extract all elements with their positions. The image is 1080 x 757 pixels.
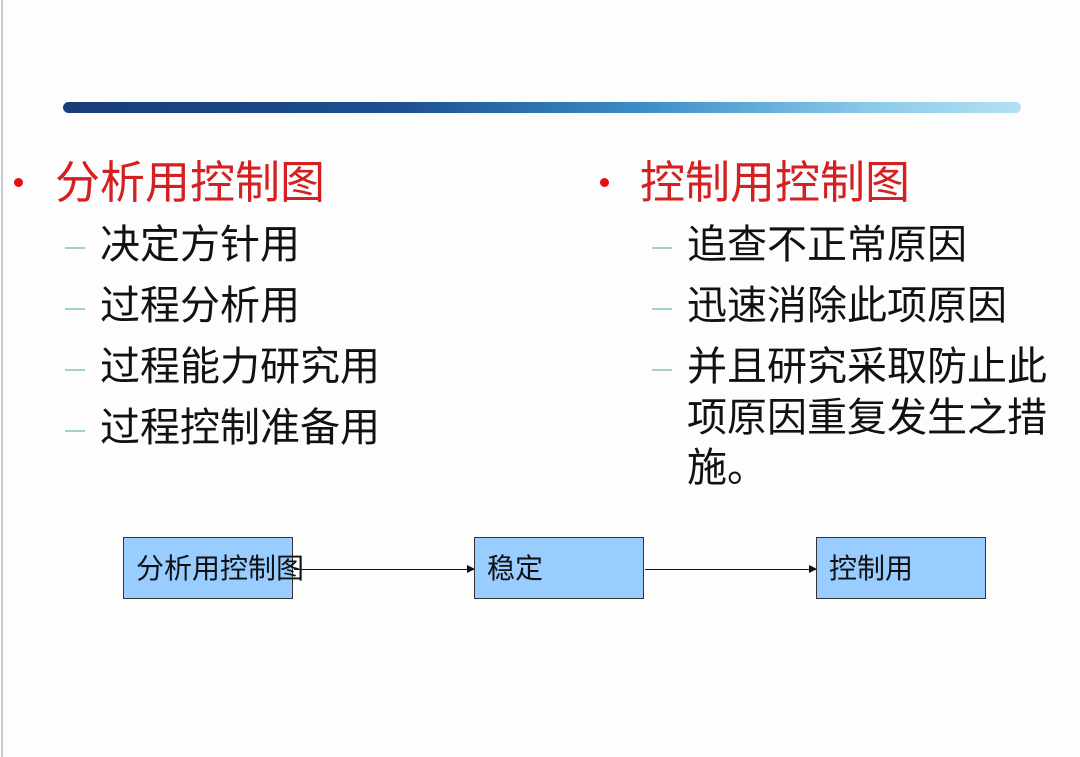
arrow-icon [294, 565, 475, 573]
right-item: 迅速消除此项原因 [687, 283, 1007, 329]
flow-box-label: 分析用控制图 [136, 552, 305, 585]
flow-box-label: 稳定 [487, 552, 544, 585]
dash-icon [65, 308, 85, 310]
flow-box-analysis: 分析用控制图 [123, 537, 304, 599]
dash-icon [652, 247, 672, 249]
arrow-icon [645, 565, 817, 573]
dash-icon [65, 247, 85, 249]
right-item-line: 并且研究采取防止此 [687, 344, 1047, 390]
left-item: 过程能力研究用 [100, 344, 380, 390]
right-item-line: 施。 [687, 445, 767, 491]
flow-box-label: 控制用 [829, 552, 914, 585]
flow-box-control: 控制用 [816, 537, 986, 599]
left-item: 决定方针用 [100, 222, 300, 268]
dash-icon [65, 430, 85, 432]
right-item: 追查不正常原因 [687, 222, 967, 268]
bullet-icon [600, 178, 609, 187]
dash-icon [65, 369, 85, 371]
left-item: 过程控制准备用 [100, 405, 380, 451]
left-title: 分析用控制图 [55, 156, 326, 209]
bullet-icon [14, 178, 23, 187]
right-title: 控制用控制图 [640, 156, 911, 209]
slide-left-edge [1, 0, 3, 757]
dash-icon [652, 308, 672, 310]
header-gradient-bar [63, 102, 1021, 113]
dash-icon [652, 369, 672, 371]
right-item-line: 项原因重复发生之措 [687, 395, 1047, 441]
flow-box-stable: 稳定 [474, 537, 644, 599]
left-item: 过程分析用 [100, 283, 300, 329]
